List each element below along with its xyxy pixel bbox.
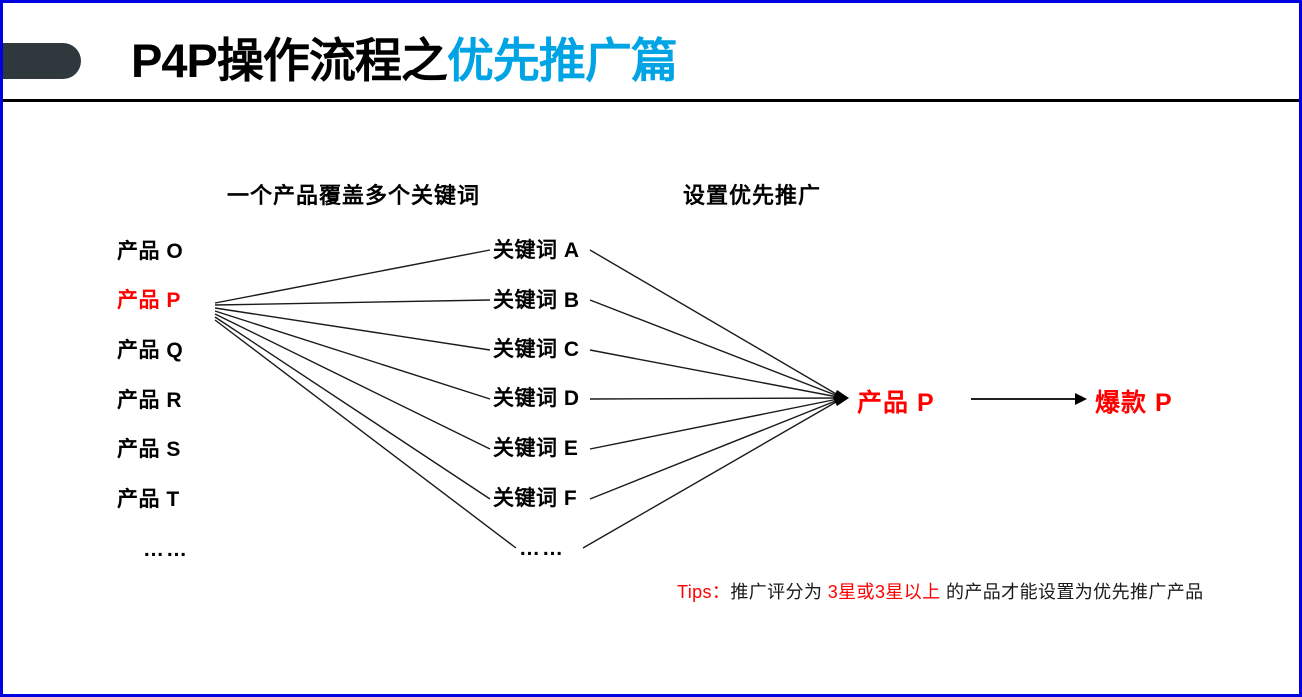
product-node-r[interactable]: 产品 R bbox=[117, 389, 182, 412]
page-title-primary: P4P操作流程之 bbox=[131, 34, 448, 87]
keyword-node-c[interactable]: 关键词 C bbox=[493, 338, 580, 361]
tips-text-tail: 的产品才能设置为优先推广产品 bbox=[940, 582, 1204, 602]
result-node-hot-product-p[interactable]: 爆款 P bbox=[1095, 389, 1173, 417]
wire-p-to-keyword-f bbox=[214, 316, 491, 500]
column-header-promotion: 设置优先推广 bbox=[683, 183, 822, 208]
wire-keyword-b-to-result bbox=[589, 299, 844, 399]
result-node-product-p[interactable]: 产品 P bbox=[857, 389, 935, 417]
product-node-p[interactable]: 产品 P bbox=[117, 289, 181, 312]
product-node-more: …… bbox=[143, 538, 189, 561]
diagram-canvas: 一个产品覆盖多个关键词 设置优先推广 产品 O 产品 P 产品 Q 产品 R 产… bbox=[3, 102, 1299, 694]
product-node-o[interactable]: 产品 O bbox=[117, 240, 184, 263]
wire-p-to-keyword-more bbox=[214, 319, 517, 549]
keyword-node-more: …… bbox=[519, 537, 565, 560]
product-node-s[interactable]: 产品 S bbox=[117, 438, 181, 461]
wire-keyword-a-to-result bbox=[589, 249, 844, 399]
wire-p-to-keyword-c bbox=[214, 307, 491, 351]
keyword-node-b[interactable]: 关键词 B bbox=[493, 289, 580, 312]
wire-keyword-c-to-result bbox=[589, 349, 844, 399]
slide-header: P4P操作流程之优先推广篇 bbox=[3, 3, 1299, 102]
keyword-node-d[interactable]: 关键词 D bbox=[493, 387, 580, 410]
tips-note: Tips：推广评分为 3星或3星以上 的产品才能设置为优先推广产品 bbox=[677, 578, 1204, 604]
wire-keyword-f-to-result bbox=[589, 397, 844, 500]
wire-keyword-more-to-result bbox=[582, 397, 844, 549]
wire-p-to-keyword-e bbox=[214, 313, 491, 450]
convergence-node bbox=[833, 390, 849, 406]
wire-p-to-keyword-a bbox=[214, 249, 491, 304]
wire-keyword-e-to-result bbox=[589, 397, 844, 450]
tips-highlight: 3星或3星以上 bbox=[827, 582, 941, 602]
column-header-products: 一个产品覆盖多个关键词 bbox=[227, 183, 481, 208]
tips-prefix: Tips： bbox=[677, 582, 731, 602]
keyword-node-f[interactable]: 关键词 F bbox=[493, 487, 578, 510]
header-tab-badge bbox=[3, 43, 81, 79]
page-title: P4P操作流程之优先推广篇 bbox=[131, 33, 678, 89]
keyword-node-e[interactable]: 关键词 E bbox=[493, 437, 579, 460]
wire-p-to-keyword-b bbox=[214, 299, 491, 306]
tips-text-lead: 推广评分为 bbox=[730, 582, 828, 602]
product-node-q[interactable]: 产品 Q bbox=[117, 339, 184, 362]
wire-keyword-d-to-result bbox=[589, 397, 844, 400]
wire-p-to-keyword-d bbox=[214, 310, 491, 400]
product-node-t[interactable]: 产品 T bbox=[117, 488, 180, 511]
result-arrow bbox=[971, 393, 1087, 405]
keyword-node-a[interactable]: 关键词 A bbox=[493, 239, 580, 262]
page-title-accent: 优先推广篇 bbox=[446, 34, 678, 87]
